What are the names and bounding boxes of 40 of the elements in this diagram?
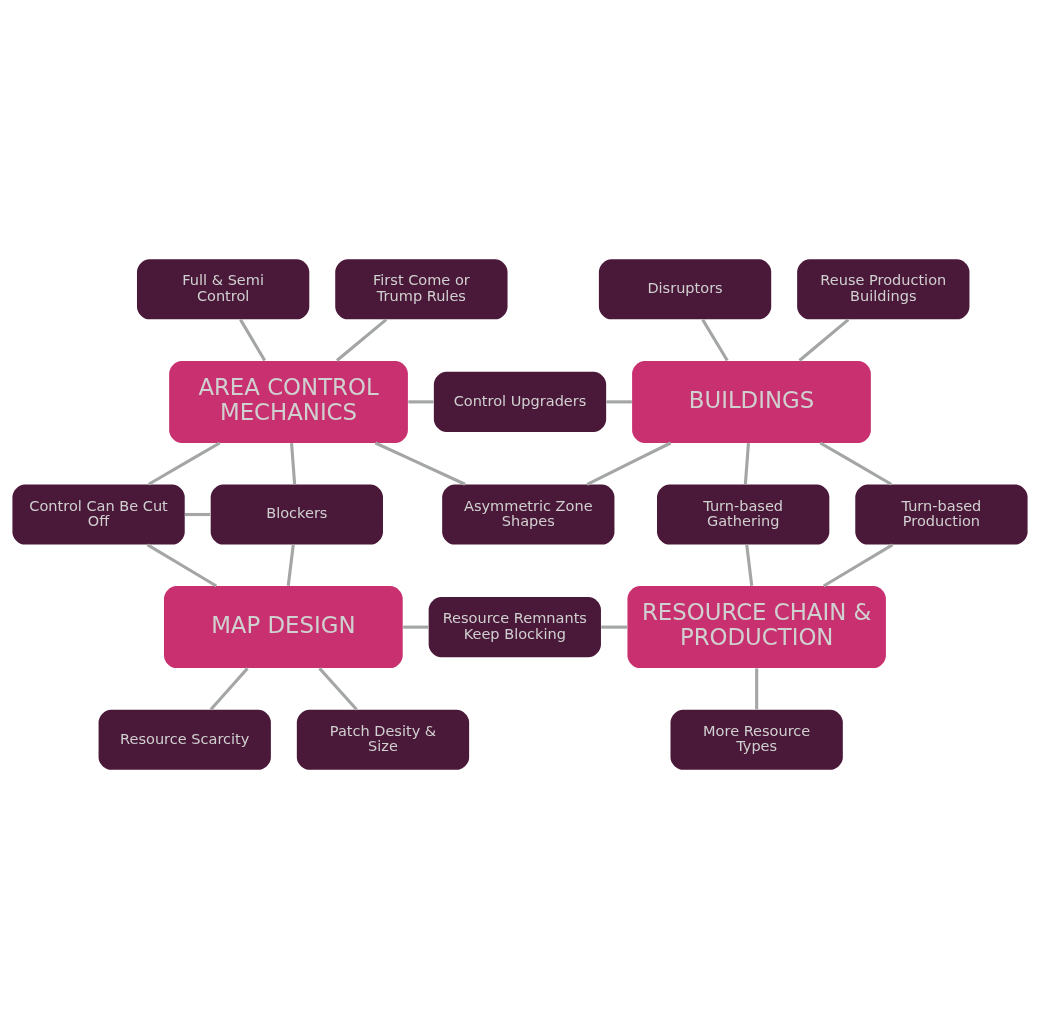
node-box: Patch Desity & Size [296, 709, 470, 770]
connector [146, 543, 218, 587]
connector [798, 317, 850, 362]
connector [745, 544, 754, 586]
node-box: AREA CONTROL MECHANICS [169, 360, 408, 443]
node-box: Disruptors [598, 258, 772, 319]
node-box: First Come or Trump Rules [335, 258, 508, 319]
connector [819, 441, 893, 486]
connector [822, 543, 894, 587]
connector [286, 544, 295, 586]
connector [408, 399, 434, 403]
node-box: Turn-based Gathering [657, 483, 830, 545]
connector [335, 317, 388, 362]
node-box: Blockers [210, 483, 383, 545]
connector [239, 318, 267, 361]
connector [755, 667, 759, 709]
node-box: Reuse Production Buildings [797, 258, 970, 319]
connector [318, 666, 358, 710]
connector [184, 512, 211, 516]
node-box: RESOURCE CHAIN & PRODUCTION [627, 585, 886, 668]
node-box: More Resource Types [670, 709, 843, 770]
connector [290, 442, 297, 484]
node-box: Control Can Be Cut Off [12, 483, 185, 545]
connector [147, 441, 221, 486]
connector [586, 441, 672, 486]
connector [209, 666, 249, 710]
node-box: Resource Remnants Keep Blocking [428, 596, 601, 657]
connector [601, 625, 628, 629]
connector [701, 318, 729, 361]
node-box: BUILDINGS [632, 360, 871, 443]
node-box: Resource Scarcity [98, 709, 271, 770]
connector [606, 399, 632, 403]
connector [403, 625, 429, 629]
node-box: MAP DESIGN [163, 585, 403, 668]
node-box: Control Upgraders [433, 371, 607, 432]
node-box: Full & Semi Control [137, 258, 310, 319]
node-box: Turn-based Production [855, 483, 1028, 545]
connector [374, 441, 466, 486]
node-box: Asymmetric Zone Shapes [442, 483, 615, 545]
connector [743, 442, 750, 484]
